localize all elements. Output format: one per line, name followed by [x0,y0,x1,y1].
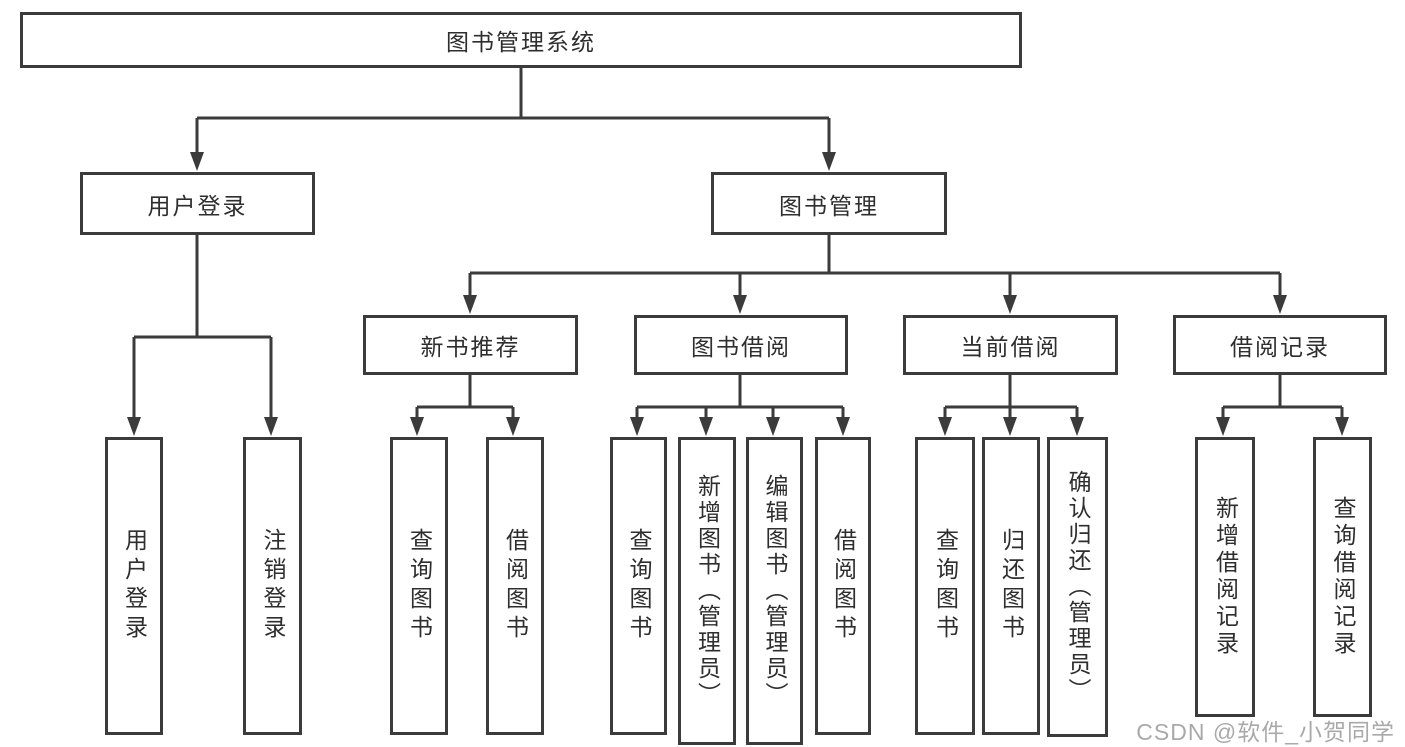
leaf-borrowing-query-books: 查询图书 [610,437,667,735]
leaf-recommend-query-books: 查询图书 [390,437,448,735]
node-current-borrowing: 当前借阅 [903,315,1118,375]
leaf-add-borrow-record-label: 新增借阅记录 [1212,496,1239,658]
leaf-return-books-label: 归还图书 [998,528,1025,644]
leaf-query-borrow-record: 查询借阅记录 [1313,437,1372,717]
leaf-current-query-books-label: 查询图书 [932,528,959,644]
csdn-watermark: CSDN @软件_小贺同学 [1136,719,1395,745]
leaf-recommend-borrow-books-label: 借阅图书 [502,528,529,644]
node-user-login: 用户登录 [80,172,315,235]
node-book-management: 图书管理 [711,172,947,235]
leaf-return-books: 归还图书 [982,437,1040,735]
leaf-user-login-label: 用户登录 [121,528,148,644]
node-book-borrowing: 图书借阅 [634,315,848,375]
leaf-borrowing-borrow-books: 借阅图书 [815,437,871,735]
leaf-add-borrow-record: 新增借阅记录 [1195,437,1255,717]
leaf-edit-books-admin: 编辑图书（管理员） [746,437,803,745]
leaf-query-borrow-record-label: 查询借阅记录 [1330,496,1356,658]
node-borrowing-records: 借阅记录 [1173,315,1387,375]
leaf-confirm-return-admin: 确认归还（管理员） [1047,437,1108,737]
leaf-add-books-admin-label: 新增图书（管理员） [694,474,721,708]
leaf-user-login: 用户登录 [105,437,163,735]
leaf-recommend-query-books-label: 查询图书 [406,528,433,644]
leaf-logout: 注销登录 [243,437,302,735]
node-new-book-recommend: 新书推荐 [363,315,578,375]
leaf-recommend-borrow-books: 借阅图书 [486,437,544,735]
leaf-confirm-return-admin-label: 确认归还（管理员） [1065,470,1091,704]
arrowheads [127,152,1349,436]
leaf-add-books-admin: 新增图书（管理员） [678,437,736,745]
leaf-edit-books-admin-label: 编辑图书（管理员） [762,474,788,708]
leaf-borrowing-borrow-books-label: 借阅图书 [830,528,857,644]
leaf-current-query-books: 查询图书 [915,437,975,735]
node-root: 图书管理系统 [20,12,1022,68]
leaf-logout-label: 注销登录 [260,528,286,644]
leaf-borrowing-query-books-label: 查询图书 [626,528,652,644]
